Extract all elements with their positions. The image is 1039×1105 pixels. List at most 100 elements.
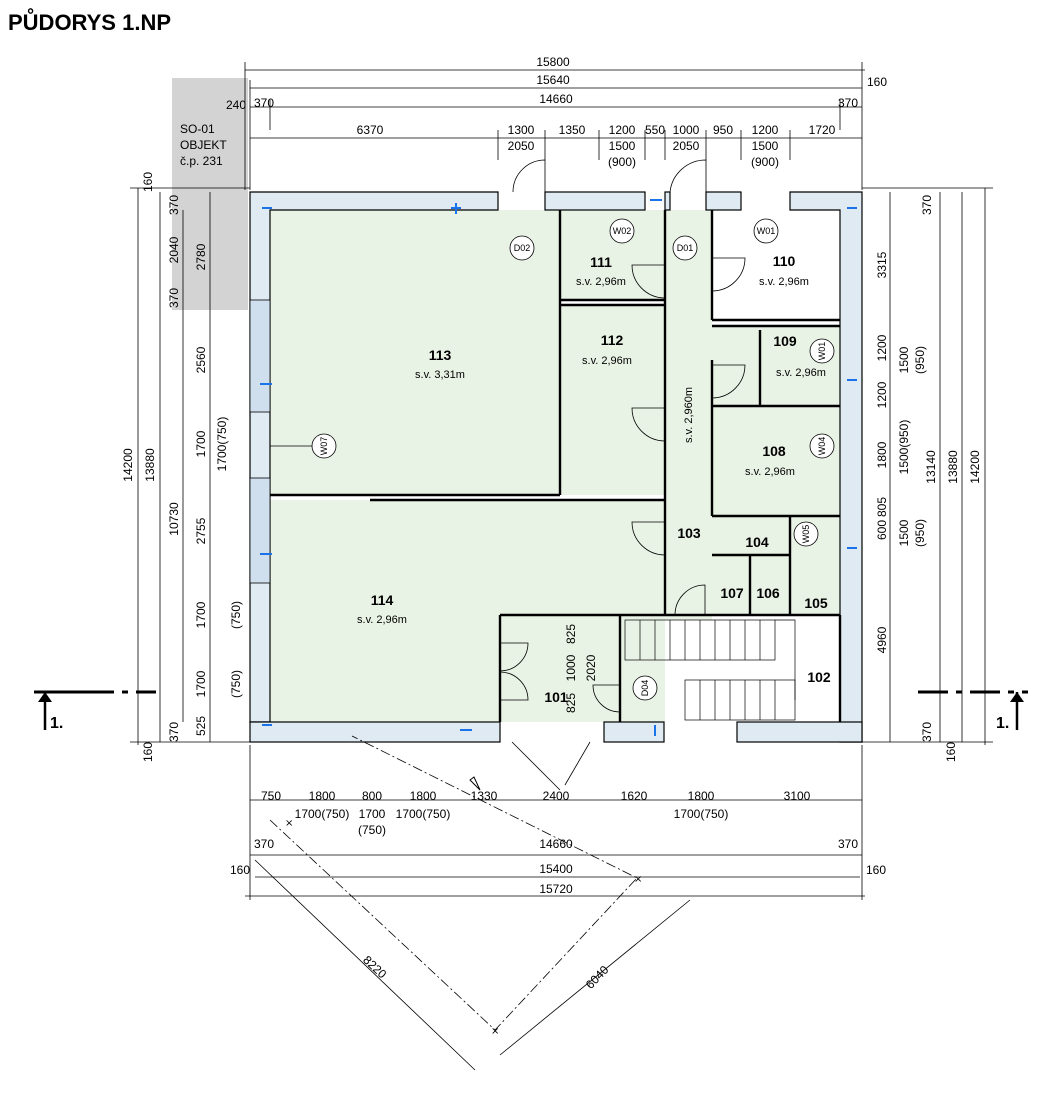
room-113-id: 113 [429, 347, 452, 363]
dim-right-950-c: (950) [913, 519, 927, 547]
dim-right-370-bottom: 370 [920, 722, 934, 742]
outer-walls [249, 191, 863, 743]
dim-left-1700-c: 1700 [194, 670, 208, 697]
dim-top-15800: 15800 [536, 55, 570, 69]
dim-bot-370-right: 370 [838, 837, 858, 851]
dim-top-seg-1300: 1300 [508, 123, 535, 137]
dim-right-1200-a: 1200 [875, 334, 889, 361]
room-114-height: s.v. 2,96m [357, 614, 407, 626]
dim-bot-1330: 1330 [471, 789, 498, 803]
tag-d01: D01 [677, 243, 694, 253]
dim-top-seg-1200-a: 1200 [609, 123, 636, 137]
tag-w02: W02 [613, 226, 632, 236]
room-108-height: s.v. 2,96m [745, 466, 795, 478]
dim-right-600: 600 [875, 520, 889, 540]
dim-left-1700-750: 1700(750) [215, 417, 229, 472]
dim-right-805: 805 [875, 497, 889, 517]
dim-top-sub-1500-b: 1500 [752, 139, 779, 153]
dim-top-14660: 14660 [539, 92, 573, 106]
dim-right-4960: 4960 [875, 626, 889, 653]
dim-right-1800: 1800 [875, 441, 889, 468]
room-114-id: 114 [371, 592, 394, 608]
room-103-height: s.v. 2,960m [683, 387, 695, 443]
dim-left-525: 525 [194, 716, 208, 736]
dim-left-370-bottom: 370 [167, 722, 181, 742]
tag-w01-b: W01 [817, 342, 827, 361]
room-106-id: 106 [756, 585, 780, 601]
tag-w04: W04 [817, 437, 827, 456]
dim-bot-160-right: 160 [866, 863, 886, 877]
neighbor-label-line2: OBJEKT [180, 138, 227, 152]
dim-right-950-a: (950) [913, 346, 927, 374]
room-111-height: s.v. 2,96m [576, 276, 626, 288]
room-112-height: s.v. 2,96m [582, 355, 632, 367]
dim-left-1700-b: 1700 [194, 601, 208, 628]
dim-left-160-top: 160 [141, 172, 155, 192]
room-101-id: 101 [544, 689, 568, 705]
dim-bot-160-left: 160 [230, 863, 250, 877]
left-dimension-lines [130, 187, 250, 745]
element-tag-labels: D02 W02 D01 W01 W01 W04 W05 W07 D04 [319, 226, 827, 696]
dim-top-seg-1350: 1350 [559, 123, 586, 137]
staircase [624, 619, 796, 721]
dim-top-160: 160 [867, 75, 887, 89]
neighbor-label-line3: č.p. 231 [180, 154, 223, 168]
dim-bot-370-left: 370 [254, 837, 274, 851]
dim-top-sub-2050-a: 2050 [508, 139, 535, 153]
dim-top-seg-6370: 6370 [357, 123, 384, 137]
section-marks: 1. 1. [34, 690, 1028, 732]
room-labels: 113 s.v. 3,31m 114 s.v. 2,96m 111 s.v. 2… [357, 253, 831, 705]
room-102-id: 102 [807, 669, 831, 685]
bottom-dimension-lines [245, 745, 865, 900]
dim-right-370-top: 370 [920, 195, 934, 215]
dim-bot-750: 750 [261, 789, 281, 803]
dim-bot-sub-1700-750-a: 1700(750) [295, 807, 350, 821]
interior-walls [270, 210, 842, 722]
room-105-id: 105 [804, 595, 828, 611]
dim-top-370-left: 370 [254, 96, 274, 110]
tag-w05: W05 [801, 525, 811, 544]
windows [260, 199, 857, 736]
dim-top-370-right: 370 [838, 96, 858, 110]
section-mark-right-label: 1. [996, 715, 1009, 732]
top-dimension-lines [244, 62, 865, 190]
room-110-height: s.v. 2,96m [759, 276, 809, 288]
section-mark-left-label: 1. [50, 715, 63, 732]
room-111-id: 111 [590, 254, 612, 270]
dim-bot-1800-a: 1800 [309, 789, 336, 803]
dim-bot-800: 800 [362, 789, 382, 803]
dim-bot-sub-1700-750-b: 1700(750) [396, 807, 451, 821]
dim-stair-825-b: 825 [564, 693, 578, 713]
dim-top-seg-1000: 1000 [673, 123, 700, 137]
north-arrow-icon [469, 776, 481, 791]
dim-right-14200: 14200 [968, 450, 982, 484]
dim-right-1500-c: 1500 [897, 519, 911, 546]
dim-left-2560: 2560 [194, 346, 208, 373]
neighbor-label-line1: SO-01 [180, 122, 215, 136]
stair-dimension-texts: 825 1000 2020 825 [564, 624, 598, 713]
dim-diag-6040: 6040 [583, 963, 612, 992]
cross-mark-bottom: × [491, 1026, 499, 1037]
dim-top-seg-1720: 1720 [809, 123, 836, 137]
dim-diag-8220: 8220 [360, 953, 389, 982]
room-109-id: 109 [773, 333, 797, 349]
left-dimension-texts: 160 370 2040 2780 370 2560 1700 1700(750… [121, 172, 243, 762]
room-fills [270, 210, 840, 722]
dim-top-seg-950: 950 [713, 123, 733, 137]
dim-left-370-top: 370 [167, 195, 181, 215]
diagonal-lines: 8220 6040 × × × [254, 735, 691, 1071]
room-113-height: s.v. 3,31m [415, 369, 465, 381]
dim-left-370-mid: 370 [167, 288, 181, 308]
room-108-id: 108 [762, 443, 786, 459]
top-dimension-texts: 15800 15640 14660 160 240 370 370 6370 1… [226, 55, 887, 169]
tag-d04: D04 [640, 680, 650, 697]
dim-top-sub-2050-b: 2050 [673, 139, 700, 153]
dim-right-1200-b: 1200 [875, 381, 889, 408]
dim-bot-3100: 3100 [784, 789, 811, 803]
dim-top-sub-1500-a: 1500 [609, 139, 636, 153]
room-110-id: 110 [773, 253, 796, 269]
dim-stair-2020: 2020 [584, 654, 598, 681]
dim-left-1700-a: 1700 [194, 430, 208, 457]
dim-left-750-c: (750) [229, 670, 243, 698]
room-103-id: 103 [677, 525, 701, 541]
